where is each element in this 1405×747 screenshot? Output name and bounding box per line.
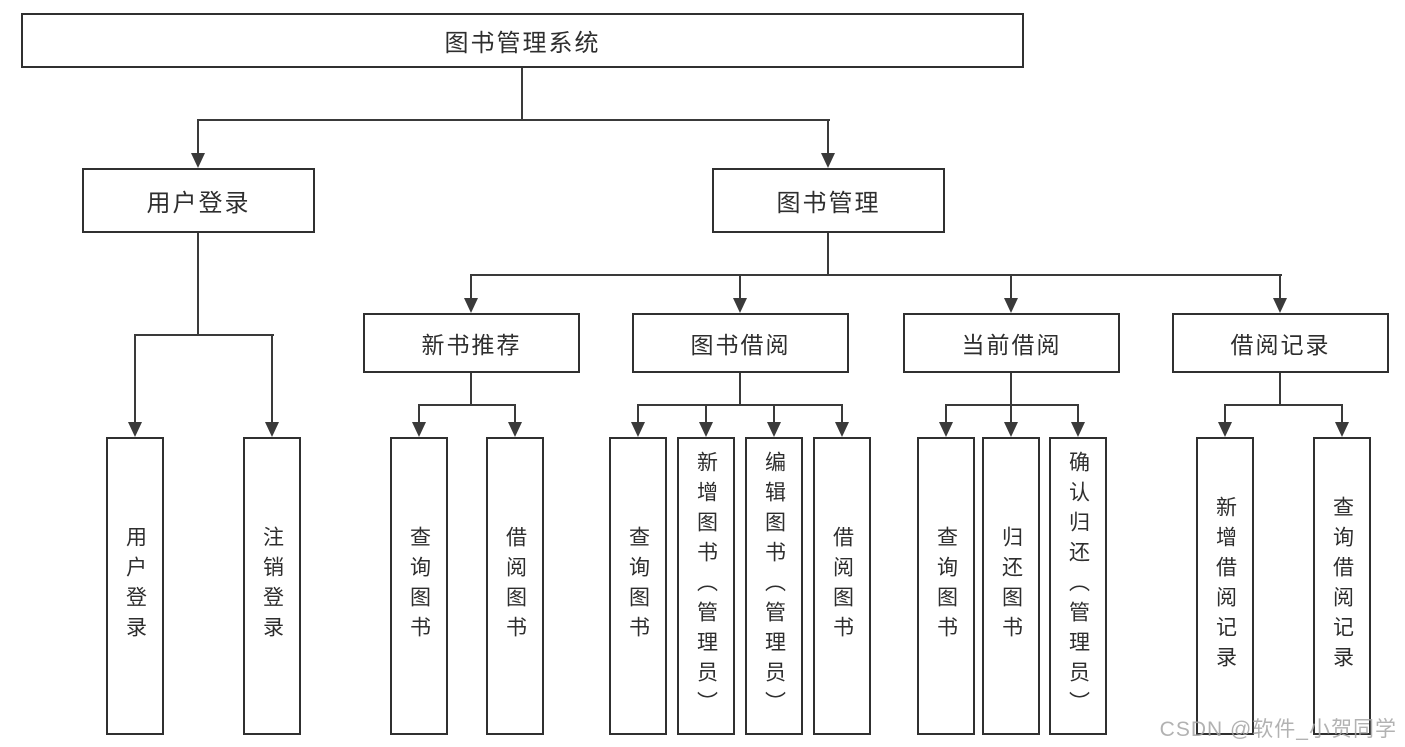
node-label: 新增图书（管理员） (694, 451, 718, 721)
connector-line (418, 404, 516, 406)
node-new-book-recommend: 新书推荐 (363, 313, 580, 373)
leaf-current-return-book: 归还图书 (982, 437, 1040, 735)
node-label: 新增借阅记录 (1213, 496, 1237, 676)
arrow-down-icon (767, 422, 781, 437)
arrow-down-icon (699, 422, 713, 437)
node-label: 图书借阅 (690, 332, 791, 358)
arrow-down-icon (1004, 422, 1018, 437)
arrow-down-icon (1071, 422, 1085, 437)
connector-line (705, 404, 707, 422)
node-library-management-system: 图书管理系统 (21, 13, 1024, 68)
leaf-records-query-record: 查询借阅记录 (1313, 437, 1371, 735)
arrow-down-icon (1335, 422, 1349, 437)
node-book-borrowing: 图书借阅 (632, 313, 849, 373)
connector-line (1279, 274, 1281, 298)
arrow-down-icon (821, 153, 835, 168)
node-label: 当前借阅 (961, 332, 1062, 358)
node-borrowing-records: 借阅记录 (1172, 313, 1389, 373)
leaf-borrowing-query-book: 查询图书 (609, 437, 667, 735)
connector-line (827, 233, 829, 276)
connector-line (1077, 404, 1079, 422)
connector-line (1341, 404, 1343, 422)
connector-line (827, 119, 829, 153)
connector-line (1010, 373, 1012, 406)
arrow-down-icon (508, 422, 522, 437)
leaf-user-login: 用户登录 (106, 437, 164, 735)
connector-line (470, 274, 1282, 276)
connector-line (773, 404, 775, 422)
leaf-borrowing-edit-book-admin: 编辑图书（管理员） (745, 437, 803, 735)
connector-line (521, 68, 523, 120)
leaf-borrowing-add-book-admin: 新增图书（管理员） (677, 437, 735, 735)
arrow-down-icon (464, 298, 478, 313)
arrow-down-icon (1273, 298, 1287, 313)
node-label: 用户登录 (146, 190, 251, 217)
node-label: 归还图书 (999, 526, 1023, 646)
node-label: 注销登录 (260, 526, 284, 646)
connector-line (1010, 274, 1012, 298)
node-label: 图书管理 (776, 190, 881, 217)
connector-line (637, 404, 843, 406)
node-label: 新书推荐 (421, 332, 522, 358)
node-label: 查询图书 (934, 526, 958, 646)
connector-line (1010, 404, 1012, 422)
connector-line (841, 404, 843, 422)
connector-line (1224, 404, 1226, 422)
node-label: 借阅图书 (503, 526, 527, 646)
leaf-logout: 注销登录 (243, 437, 301, 735)
connector-line (637, 404, 639, 422)
connector-line (134, 334, 274, 336)
connector-line (470, 373, 472, 406)
node-label: 查询图书 (407, 526, 431, 646)
connector-line (739, 274, 741, 298)
node-label: 编辑图书（管理员） (762, 451, 786, 721)
arrow-down-icon (733, 298, 747, 313)
connector-line (134, 334, 136, 422)
arrow-down-icon (1004, 298, 1018, 313)
leaf-borrowing-borrow-book: 借阅图书 (813, 437, 871, 735)
connector-line (197, 119, 199, 153)
connector-line (197, 119, 830, 121)
connector-line (514, 404, 516, 422)
connector-line (271, 334, 273, 422)
arrow-down-icon (835, 422, 849, 437)
arrow-down-icon (1218, 422, 1232, 437)
csdn-watermark: CSDN @软件_小贺同学 (1159, 718, 1397, 741)
arrow-down-icon (265, 422, 279, 437)
arrow-down-icon (128, 422, 142, 437)
node-label: 确认归还（管理员） (1066, 451, 1090, 721)
connector-line (739, 373, 741, 406)
leaf-current-query-book: 查询图书 (917, 437, 975, 735)
arrow-down-icon (939, 422, 953, 437)
node-book-management: 图书管理 (712, 168, 945, 233)
connector-line (945, 404, 1079, 406)
connector-line (1279, 373, 1281, 406)
connector-line (418, 404, 420, 422)
arrow-down-icon (412, 422, 426, 437)
node-current-borrowing: 当前借阅 (903, 313, 1120, 373)
node-label: 借阅记录 (1230, 332, 1331, 358)
node-label: 图书管理系统 (444, 30, 601, 57)
connector-line (1224, 404, 1343, 406)
node-label: 查询借阅记录 (1330, 496, 1354, 676)
node-label: 查询图书 (626, 526, 650, 646)
leaf-recommend-borrow-book: 借阅图书 (486, 437, 544, 735)
leaf-recommend-query-book: 查询图书 (390, 437, 448, 735)
connector-line (945, 404, 947, 422)
arrow-down-icon (631, 422, 645, 437)
connector-line (470, 274, 472, 298)
connector-line (197, 233, 199, 335)
node-label: 借阅图书 (830, 526, 854, 646)
leaf-records-add-record: 新增借阅记录 (1196, 437, 1254, 735)
arrow-down-icon (191, 153, 205, 168)
node-user-login: 用户登录 (82, 168, 315, 233)
leaf-current-confirm-return-admin: 确认归还（管理员） (1049, 437, 1107, 735)
node-label: 用户登录 (123, 526, 147, 646)
